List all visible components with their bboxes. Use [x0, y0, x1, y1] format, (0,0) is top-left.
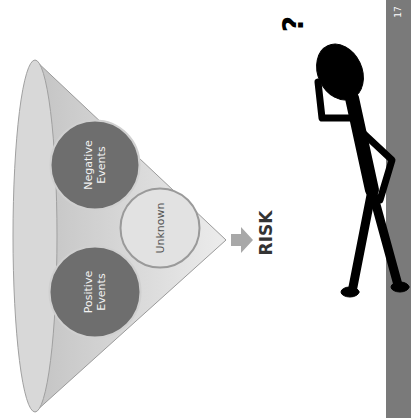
circle-shape — [50, 247, 141, 338]
side-bar — [386, 0, 411, 418]
outcome-label: RISK — [256, 211, 276, 256]
funnel-rim — [13, 60, 57, 412]
question-mark: ? — [277, 16, 310, 32]
event-label: Unknown — [154, 192, 167, 264]
block-arrow — [231, 227, 253, 253]
event-circle: Negative Events — [49, 119, 141, 211]
event-label: Positive Events — [82, 256, 108, 328]
circle-shape — [51, 121, 140, 210]
event-circle: Positive Events — [48, 245, 142, 339]
event-circle: Unknown — [119, 187, 201, 269]
event-label: Negative Events — [82, 129, 108, 201]
slide-number: 17 — [393, 6, 403, 17]
circle-shape — [121, 189, 200, 268]
stick-figure — [308, 36, 409, 297]
funnel-body — [35, 60, 226, 412]
